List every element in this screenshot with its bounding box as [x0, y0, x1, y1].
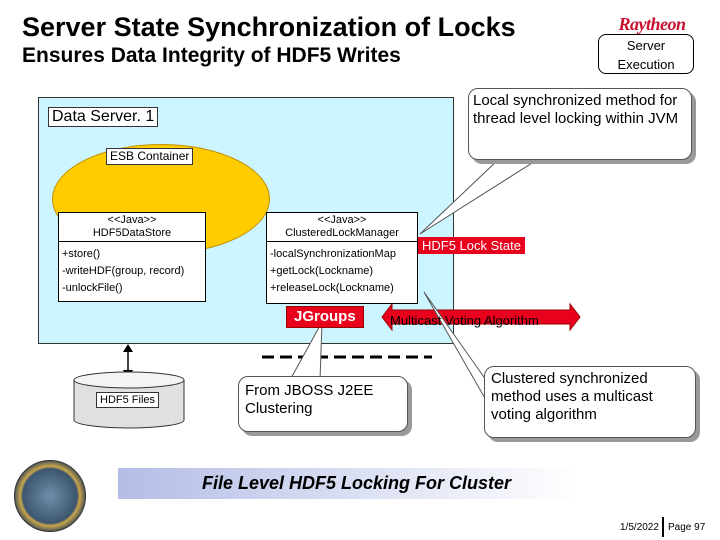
organization-seal-icon	[14, 460, 86, 532]
method-item: +store()	[62, 248, 101, 260]
hdf5-datastore-methods: +store() -writeHDF(group, record) -unloc…	[59, 242, 205, 301]
footer-page-number: Page 97	[668, 522, 706, 533]
execution-badge-line1: Server	[626, 38, 666, 53]
company-logo: Raytheon	[618, 14, 686, 34]
page-subtitle: Ensures Data Integrity of HDF5 Writes	[22, 44, 401, 67]
method-item: -localSynchronizationMap	[270, 248, 396, 260]
cluster-locking-banner: File Level HDF5 Locking For Cluster	[118, 468, 578, 499]
jgroups-label: JGroups	[286, 306, 364, 328]
hdf5-files-cylinder-top	[73, 371, 185, 389]
lock-manager-methods: -localSynchronizationMap +getLock(Lockna…	[267, 242, 417, 301]
lock-manager-name: ClusteredLockManager	[285, 227, 399, 239]
hdf5-datastore-stereotype: <<Java>>	[107, 214, 157, 226]
method-item: +getLock(Lockname)	[270, 265, 374, 277]
storage-arrow-up	[123, 344, 133, 352]
hdf5-lock-state-label: HDF5 Lock State	[418, 237, 525, 254]
clustered-sync-callout: Clustered synchronized method uses a mul…	[484, 366, 696, 438]
esb-container-label: ESB Container	[106, 148, 194, 165]
execution-badge: Server Execution	[598, 34, 694, 74]
hdf5-datastore-class: <<Java>> HDF5DataStore +store() -writeHD…	[58, 212, 206, 302]
method-item: +releaseLock(Lockname)	[270, 282, 394, 294]
execution-badge-line2: Execution	[617, 57, 675, 72]
method-item: -unlockFile()	[62, 282, 123, 294]
storage-arrow-down	[123, 370, 133, 378]
lock-manager-header: <<Java>> ClusteredLockManager	[267, 213, 417, 242]
hdf5-files-label: HDF5 Files	[96, 392, 160, 408]
page-title: Server State Synchronization of Locks	[22, 12, 516, 42]
method-item: -writeHDF(group, record)	[62, 265, 185, 277]
footer-separator	[662, 517, 664, 537]
multicast-voting-label: Multicast Voting Algorithm	[390, 313, 539, 328]
clustered-lock-manager-class: <<Java>> ClusteredLockManager -localSync…	[266, 212, 418, 304]
lock-manager-stereotype: <<Java>>	[317, 214, 367, 226]
hdf5-datastore-header: <<Java>> HDF5DataStore	[59, 213, 205, 242]
hdf5-datastore-name: HDF5DataStore	[92, 227, 172, 239]
local-sync-callout: Local synchronized method for thread lev…	[468, 88, 692, 160]
footer-date: 1/5/2022	[620, 522, 659, 533]
jboss-callout: From JBOSS J2EE Clustering	[238, 376, 408, 432]
data-server-label: Data Server. 1	[48, 107, 159, 127]
